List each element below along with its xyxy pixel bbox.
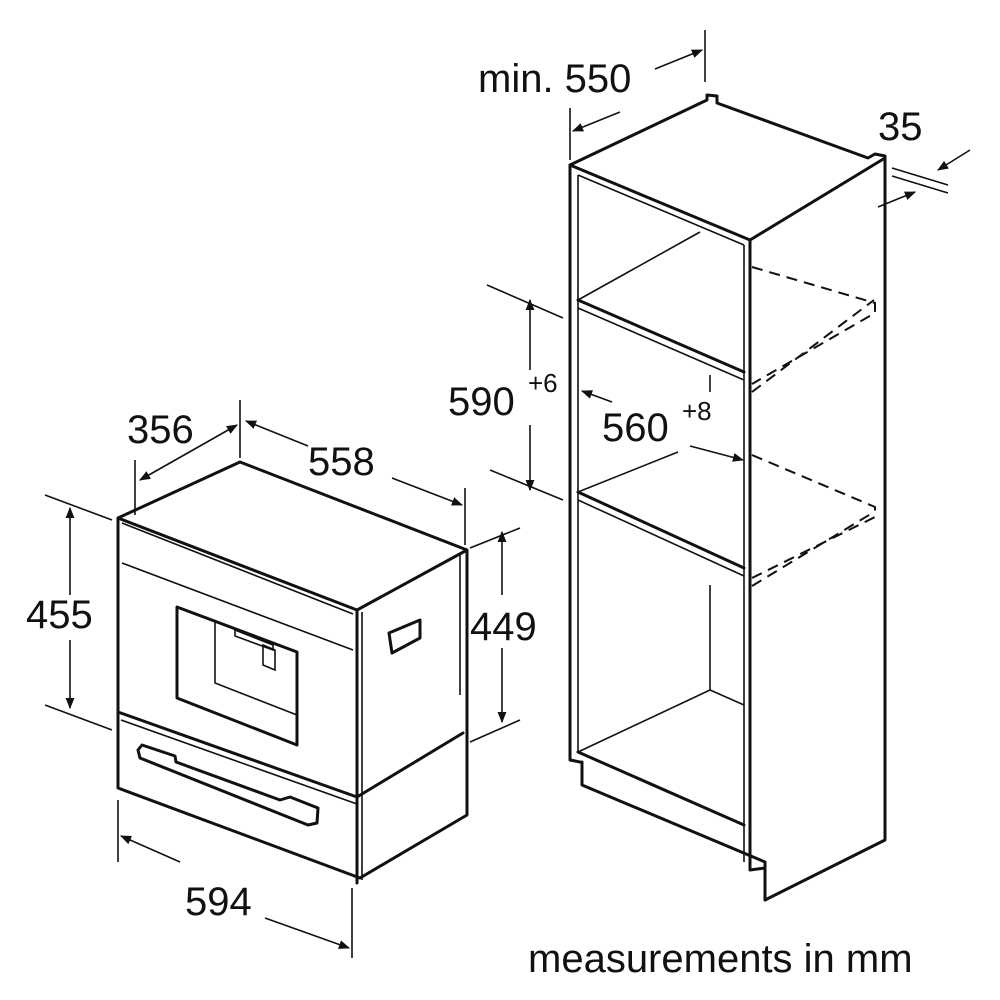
- back-gap-label: 35: [878, 105, 923, 149]
- niche-height-label: 590: [448, 380, 515, 424]
- niche-width-label: 560: [602, 406, 669, 450]
- cabinet-dimensions: min. 550 35 590 +6 560 +8: [448, 30, 971, 501]
- units-note: measurements in mm: [528, 937, 913, 981]
- appliance-dimensions: 356 558 455 449 594: [26, 400, 537, 958]
- coffee-outlet: [175, 605, 299, 747]
- niche-width-tolerance: +8: [682, 396, 712, 426]
- height-body-label: 449: [470, 605, 537, 649]
- depth-label: 356: [127, 408, 194, 452]
- cabinet-drawing: [568, 93, 887, 902]
- side-recess: [387, 618, 422, 655]
- width-top-label: 558: [308, 440, 375, 484]
- niche-height-tolerance: +6: [528, 368, 558, 398]
- width-front-label: 594: [185, 880, 252, 924]
- drawer-handle: [136, 743, 320, 827]
- min-depth-label: min. 550: [478, 57, 631, 101]
- height-total-label: 455: [26, 593, 93, 637]
- coffee-machine-drawing: [116, 460, 469, 885]
